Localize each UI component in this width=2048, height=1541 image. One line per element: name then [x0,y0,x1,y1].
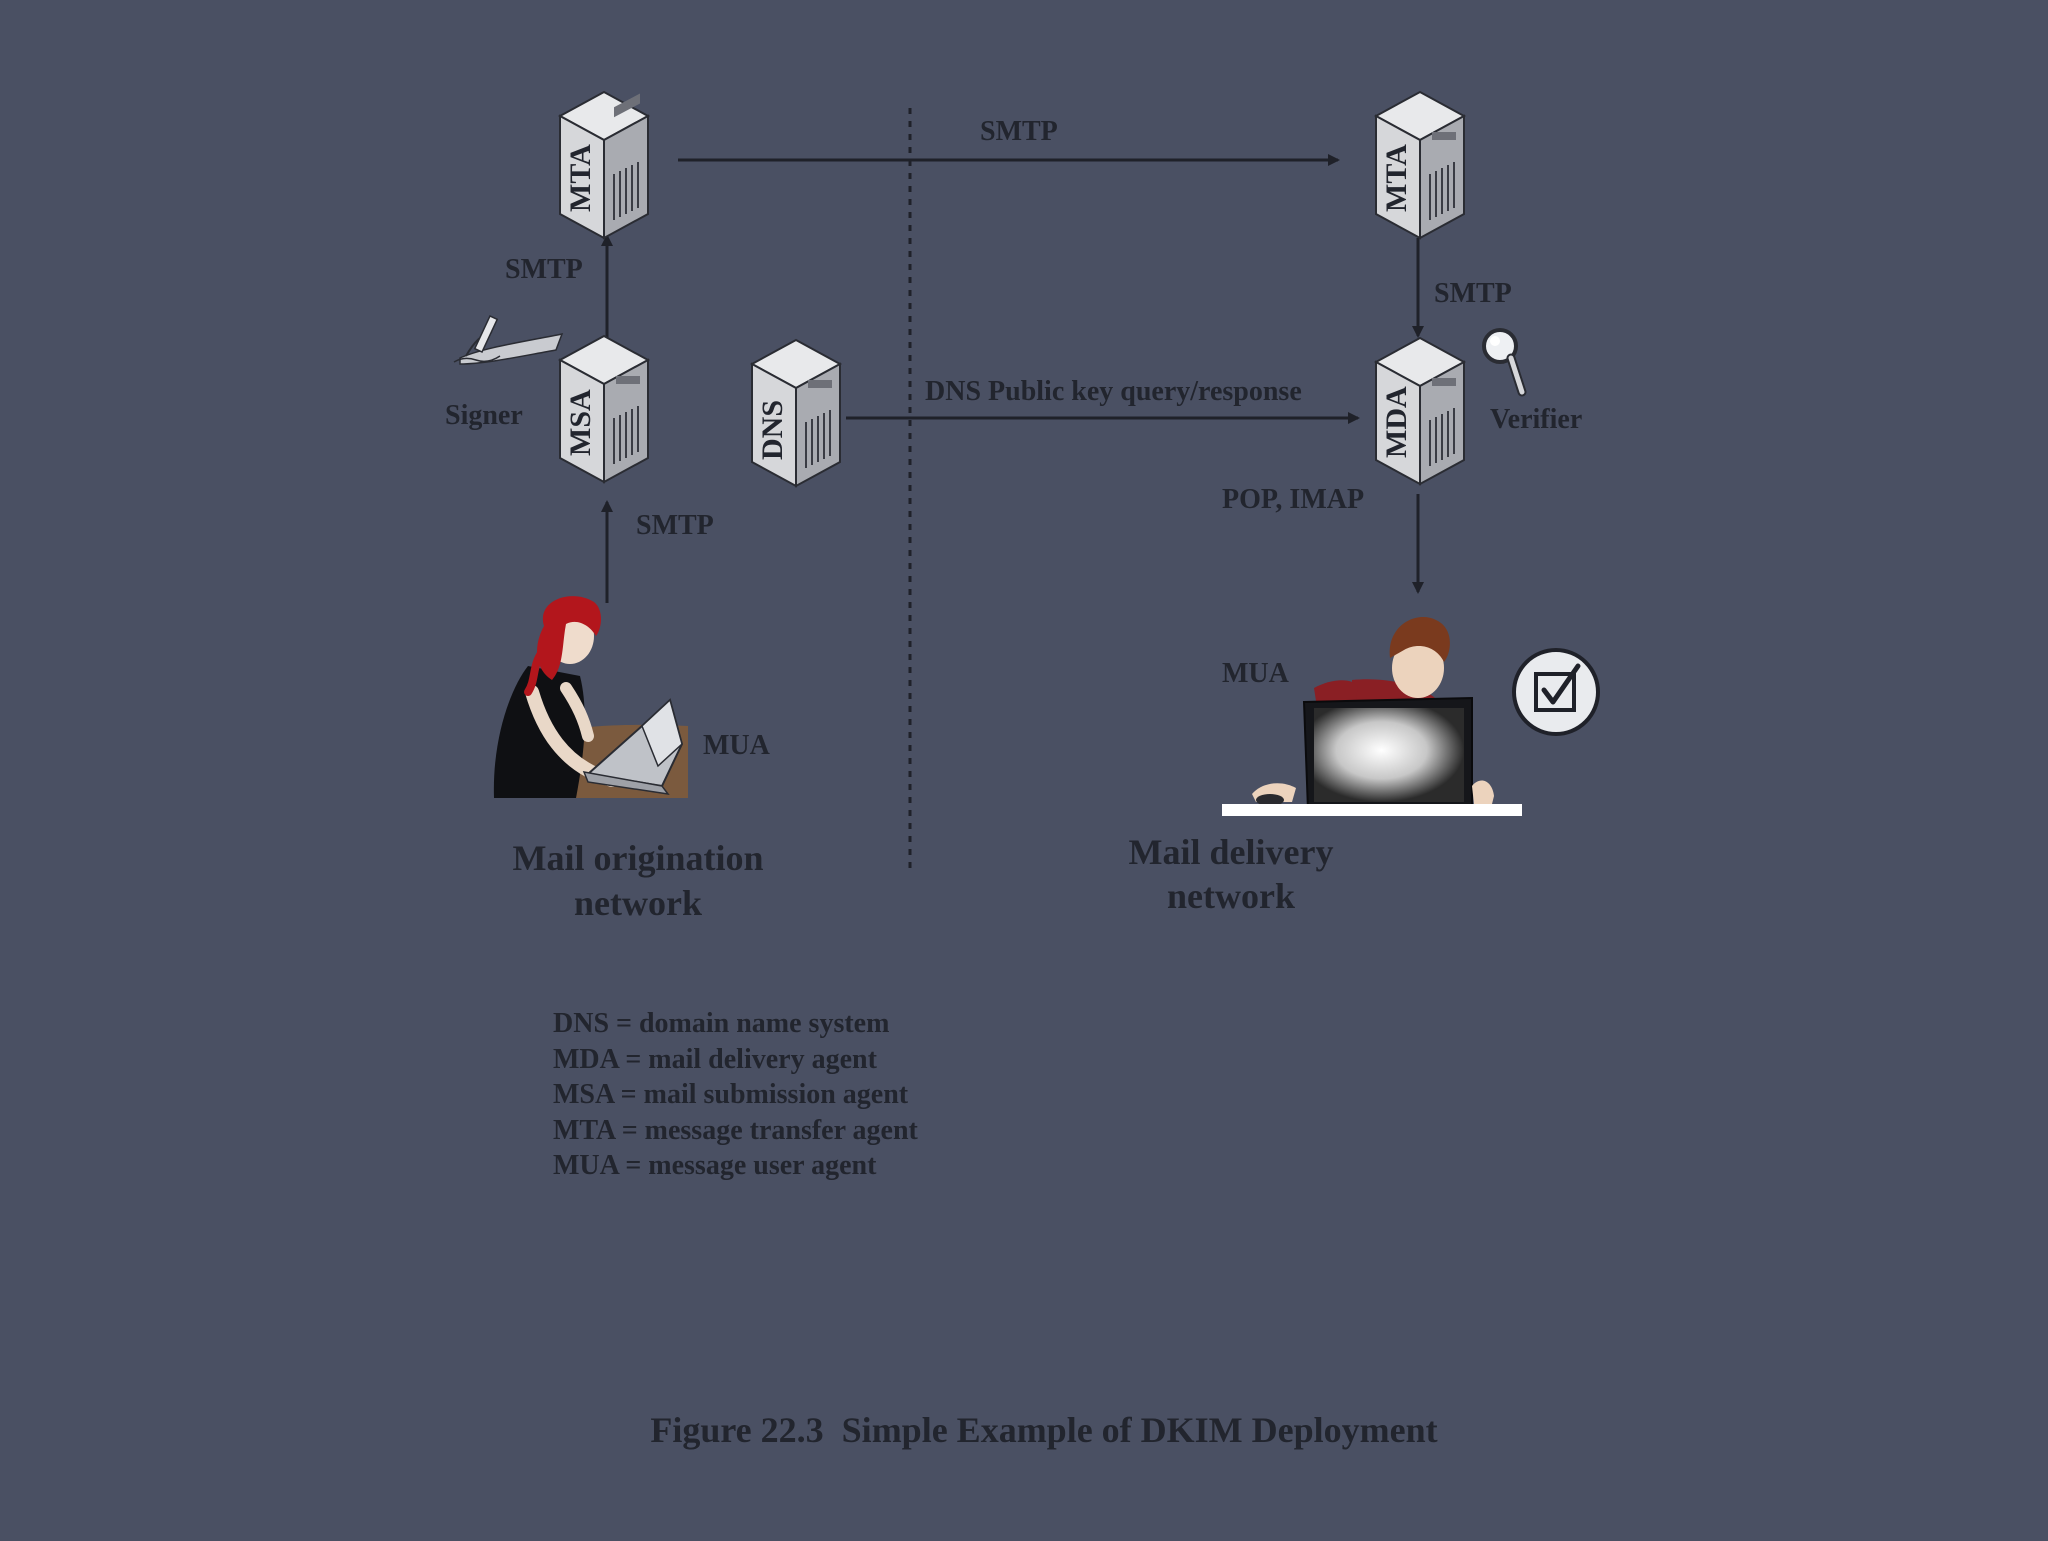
man-at-computer-icon [1222,617,1522,816]
origin-network-title-line1: Mail origination [513,838,764,878]
pop-imap-label: POP, IMAP [1222,484,1364,515]
legend-item: MUA = message user agent [553,1150,877,1181]
dns-query-label: DNS Public key query/response [925,376,1302,407]
legend-item: MSA = mail submission agent [553,1079,909,1110]
mta-origin-label: MTA [564,144,597,212]
dns-label: DNS [756,400,789,460]
origin-network-title-line2: network [574,883,702,923]
mda-label: MDA [1380,386,1413,458]
signer-label: Signer [445,400,523,431]
dns-server: DNS [749,338,843,488]
legend: DNS = domain name system MDA = mail deli… [553,1008,919,1181]
mua-origin-label: MUA [703,730,771,761]
smtp-label-mua-msa: SMTP [636,510,714,541]
legend-item: DNS = domain name system [553,1008,889,1039]
mta-delivery-label: MTA [1380,144,1413,212]
delivery-network-title-line2: network [1167,876,1295,916]
magnifying-glass-icon [1482,328,1527,397]
mta-origin-server: MTA [557,90,651,240]
legend-item: MDA = mail delivery agent [553,1044,878,1075]
mda-server: MDA [1373,336,1467,486]
msa-server: MSA [557,334,651,484]
checkbox-check-icon [1512,648,1600,736]
delivery-network-title-line1: Mail delivery [1129,832,1334,872]
mta-delivery-server: MTA [1373,90,1467,240]
pen-signing-icon [453,314,564,365]
smtp-label-msa-mta: SMTP [505,254,583,285]
legend-item: MTA = message transfer agent [553,1115,919,1146]
mua-delivery-label: MUA [1222,658,1290,689]
figure-caption: Figure 22.3 Simple Example of DKIM Deplo… [650,1410,1437,1450]
smtp-label-mta-mda: SMTP [1434,278,1512,309]
verifier-label: Verifier [1490,404,1582,435]
msa-label: MSA [564,389,597,456]
smtp-label-top: SMTP [980,116,1058,147]
woman-with-laptop-icon [493,596,688,798]
